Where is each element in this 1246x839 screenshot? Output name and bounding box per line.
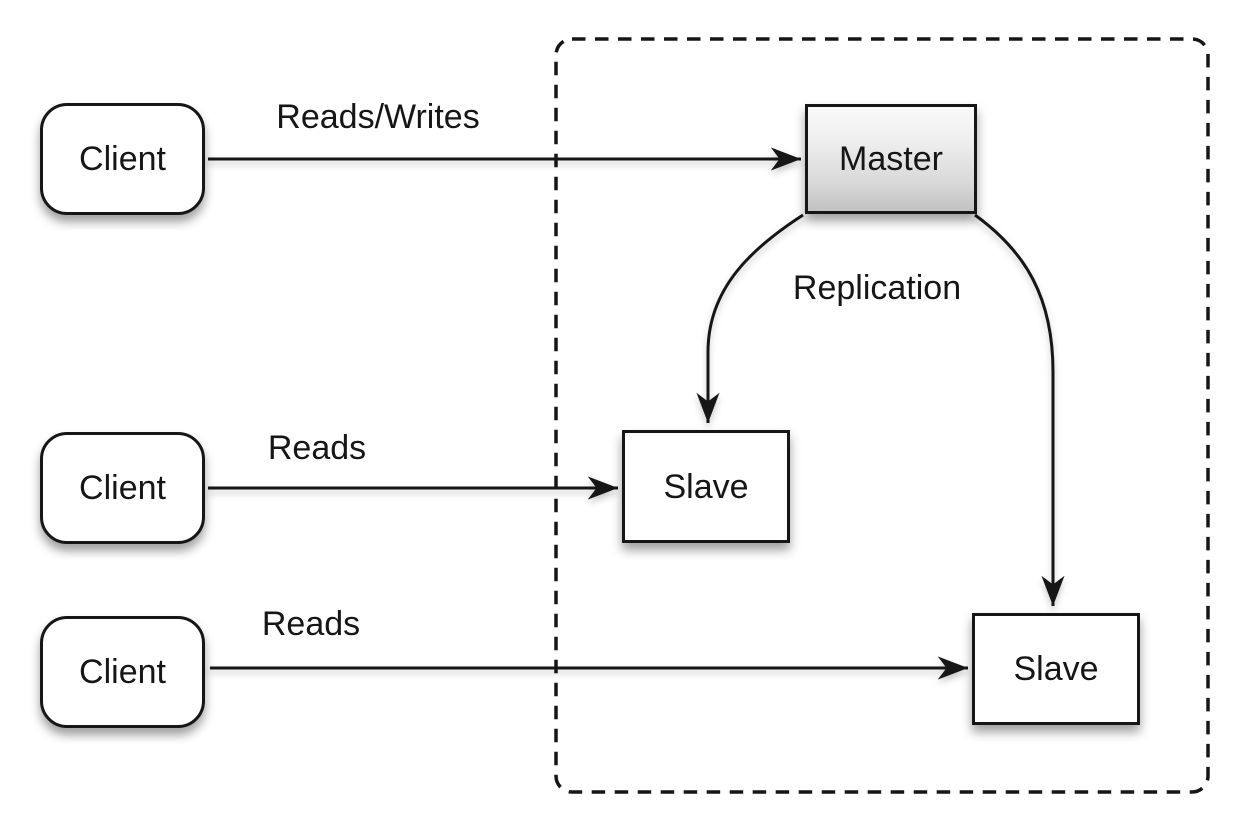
client-node-1: Client [40, 103, 205, 215]
client-node-2-label: Client [79, 469, 166, 507]
slave-node-2-label: Slave [1013, 650, 1099, 688]
edge-label-reads-slave1: Reads [267, 429, 367, 467]
slave-node-2: Slave [972, 613, 1140, 725]
arrow-replication-master-to-slave1 [696, 213, 804, 423]
edge-label-reads-slave2: Reads [261, 605, 361, 643]
master-node-label: Master [839, 140, 943, 178]
edge-label-reads-writes: Reads/Writes [276, 98, 480, 136]
client-node-2: Client [40, 432, 205, 544]
arrow-replication-master-to-slave2 [974, 213, 1065, 606]
cluster-dashed-border [554, 37, 1210, 794]
client-node-3: Client [40, 616, 205, 728]
edge-label-replication: Replication [792, 269, 962, 307]
client-node-3-label: Client [79, 653, 166, 691]
master-node: Master [805, 104, 977, 214]
client-node-1-label: Client [79, 140, 166, 178]
slave-node-1-label: Slave [663, 467, 749, 506]
slave-node-1: Slave [622, 430, 790, 543]
